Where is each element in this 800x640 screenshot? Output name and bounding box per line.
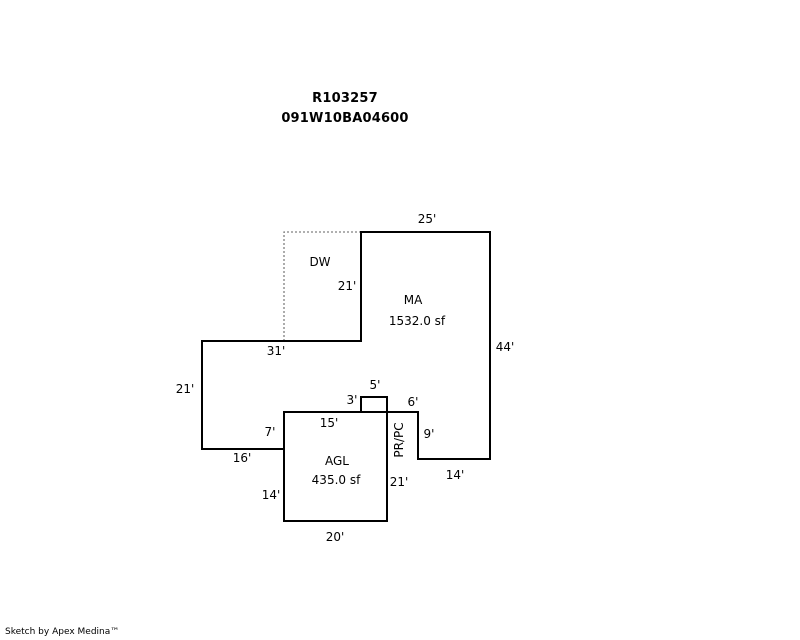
dim-left-bottom: 16' [233,451,252,465]
dim-notch-horizontal: 6' [408,395,419,409]
dim-agl-left: 14' [262,488,281,502]
dim-agl-bottom: 20' [326,530,345,544]
agl-label: AGL [325,454,349,468]
dim-notch-vertical: 9' [424,427,435,441]
dim-ma-mid: 31' [267,344,286,358]
dim-step-top: 5' [370,378,381,392]
ma-label: MA [404,293,423,307]
dim-agl-top: 15' [320,416,339,430]
dim-ma-right: 44' [496,340,515,354]
ma-area: 1532.0 sf [389,314,446,328]
dim-left-vertical: 21' [176,382,195,396]
map-tax-lot: 091W10BA04600 [281,111,409,126]
dim-ma-bottom: 14' [446,468,465,482]
prpc-label: PR/PC [392,422,406,457]
agl-area: 435.0 sf [312,473,361,487]
dim-step-side: 3' [347,393,358,407]
dim-ma-top: 25' [418,212,437,226]
dim-dw-right: 21' [338,279,357,293]
dw-outline [283,231,361,341]
dim-left-step: 7' [265,425,276,439]
dw-label: DW [309,255,330,269]
agl-outline [283,411,388,522]
ma-outline [201,231,491,460]
account-number: R103257 [312,91,378,106]
sketch-credit: Sketch by Apex Medina™ [5,627,120,637]
dim-agl-right: 21' [390,475,409,489]
